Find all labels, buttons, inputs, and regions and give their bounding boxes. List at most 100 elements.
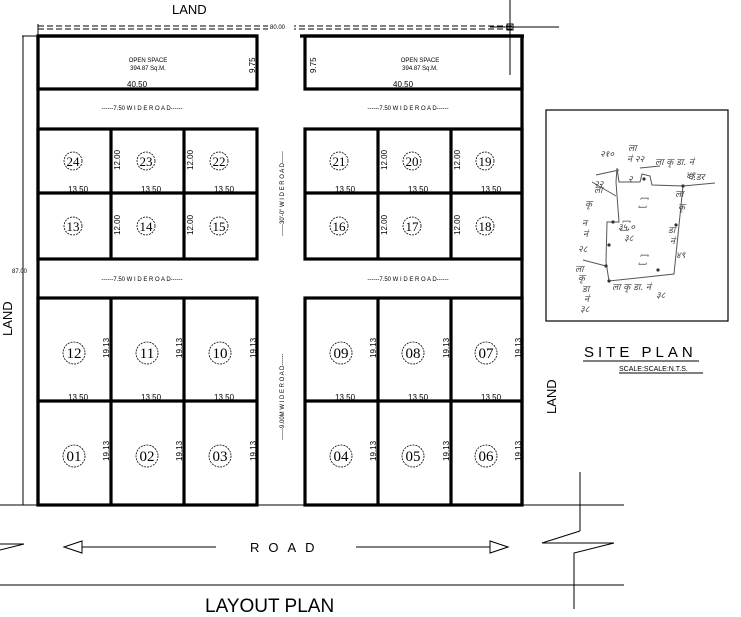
layout-plan-title: LAYOUT PLAN (205, 596, 334, 617)
overall-width-dimension: 80.00 (37, 22, 512, 36)
svg-text:३८: ३८ (624, 234, 634, 244)
svg-text:३५.०: ३५.० (618, 223, 636, 233)
svg-text:12.00: 12.00 (453, 149, 462, 170)
svg-text:13.50: 13.50 (335, 185, 356, 194)
svg-text:२८: २८ (578, 245, 588, 255)
main-road: ROAD (0, 504, 624, 586)
overall-height-value: 87.00 (12, 269, 28, 275)
svg-text:13.50: 13.50 (408, 185, 429, 194)
site-plan-scale: SCALE:SCALE:N.T.S. (619, 366, 688, 373)
plot-13: 13 (63, 216, 83, 236)
plot-23: 23 (136, 151, 156, 171)
svg-text:ला: ला (594, 186, 604, 196)
svg-text:४९: ४९ (686, 171, 696, 181)
plot-width-dimensions: 13.50 13.50 13.50 13.50 13.50 13.50 13.5… (68, 185, 502, 402)
plot-21: 21 (329, 151, 349, 171)
svg-text:16: 16 (333, 219, 347, 234)
svg-text:19.13: 19.13 (249, 337, 258, 358)
svg-text:न: न (582, 219, 589, 229)
site-plan-sketch: २१० ला नं २२ ला कृ डा. नं ४९ व.डर २ २२ ल… (545, 109, 729, 322)
svg-text:10: 10 (213, 346, 228, 362)
svg-text:डा: डा (668, 226, 677, 236)
svg-text:कृ: कृ (585, 200, 594, 210)
svg-text:40.50: 40.50 (393, 80, 414, 89)
svg-text:19.13: 19.13 (442, 337, 451, 358)
plot-16: 16 (329, 216, 349, 236)
plot-14: 14 (136, 216, 156, 236)
svg-text:13.50: 13.50 (141, 393, 162, 402)
plot-12: 12 (62, 341, 86, 365)
plot-15: 15 (209, 216, 229, 236)
plot-01: 01 (62, 444, 86, 468)
road-label-mid-right: ------7.50 W I D E R O A D------ (367, 277, 448, 283)
plot-11: 11 (135, 341, 159, 365)
svg-text:OPEN SPACE: OPEN SPACE (129, 58, 168, 64)
road-label-vertical-lower: ------9.00M W I D E R O A D------ (280, 354, 286, 440)
upper-block-left (36, 127, 259, 261)
svg-text:OPEN SPACE: OPEN SPACE (401, 58, 440, 64)
plot-20: 20 (402, 151, 422, 171)
svg-text:13.50: 13.50 (68, 393, 89, 402)
svg-text:19.13: 19.13 (369, 337, 378, 358)
svg-text:19.13: 19.13 (102, 337, 111, 358)
land-label-right: LAND (544, 379, 559, 414)
plot-08: 08 (401, 341, 425, 365)
plot-22: 22 (209, 151, 229, 171)
plot-24: 24 (63, 151, 83, 171)
svg-text:19.13: 19.13 (102, 440, 111, 461)
plot-06: 06 (474, 444, 498, 468)
road-label-main: ROAD (250, 540, 324, 555)
svg-text:12.00: 12.00 (113, 214, 122, 235)
svg-text:12: 12 (67, 346, 82, 362)
svg-text:ला: ला (675, 190, 685, 200)
plot-05: 05 (401, 444, 425, 468)
land-label-top: LAND (172, 2, 207, 17)
svg-text:04: 04 (334, 449, 350, 465)
svg-text:नं: नं (670, 236, 677, 247)
plot-18: 18 (475, 216, 495, 236)
plot-17: 17 (402, 216, 422, 236)
road-label-top-right: ------7.50 W I D E R O A D------ (367, 106, 448, 112)
svg-text:19.13: 19.13 (514, 440, 523, 461)
svg-text:01: 01 (67, 449, 82, 465)
svg-text:19.13: 19.13 (249, 440, 258, 461)
svg-text:13.50: 13.50 (68, 185, 89, 194)
svg-text:15: 15 (213, 219, 226, 234)
road-label-top-left: ------7.50 W I D E R O A D------ (101, 106, 182, 112)
large-plot-depth-dimensions: 19.13 19.13 19.13 19.13 19.13 19.13 19.1… (102, 337, 523, 461)
svg-text:13.50: 13.50 (214, 393, 235, 402)
svg-text:व.डर: व.डर (688, 173, 707, 183)
svg-text:३८: ३८ (656, 291, 666, 301)
svg-text:09: 09 (334, 346, 349, 362)
svg-text:18: 18 (479, 219, 492, 234)
svg-text:13.50: 13.50 (481, 185, 502, 194)
svg-text:19: 19 (479, 154, 492, 169)
plot-10: 10 (208, 341, 232, 365)
svg-text:9.75: 9.75 (309, 57, 318, 73)
svg-text:9.75: 9.75 (248, 57, 257, 73)
svg-text:02: 02 (140, 449, 155, 465)
svg-text:08: 08 (406, 346, 421, 362)
svg-text:19.13: 19.13 (442, 440, 451, 461)
svg-text:12.00: 12.00 (380, 149, 389, 170)
svg-text:13.50: 13.50 (408, 393, 429, 402)
svg-text:12.00: 12.00 (453, 214, 462, 235)
svg-text:ला: ला (628, 144, 638, 154)
svg-text:05: 05 (406, 449, 421, 465)
svg-text:19.13: 19.13 (514, 337, 523, 358)
plot-02: 02 (135, 444, 159, 468)
svg-text:कृ: कृ (578, 274, 587, 284)
svg-text:03: 03 (213, 449, 228, 465)
svg-text:13.50: 13.50 (214, 185, 235, 194)
svg-text:21: 21 (333, 154, 346, 169)
svg-text:४९: ४९ (676, 251, 686, 261)
svg-text:ला: ला (575, 265, 585, 275)
plot-07: 07 (474, 341, 498, 365)
svg-text:13.50: 13.50 (481, 393, 502, 402)
small-plot-depth-dimensions: 12.00 12.00 12.00 12.00 12.00 12.00 12.0… (113, 149, 462, 235)
open-space-left: OPEN SPACE 394.87 Sq.M. 40.50 9.75 (36, 34, 259, 91)
svg-text:07: 07 (479, 346, 495, 362)
svg-text:24: 24 (67, 154, 81, 169)
svg-text:14: 14 (140, 219, 154, 234)
